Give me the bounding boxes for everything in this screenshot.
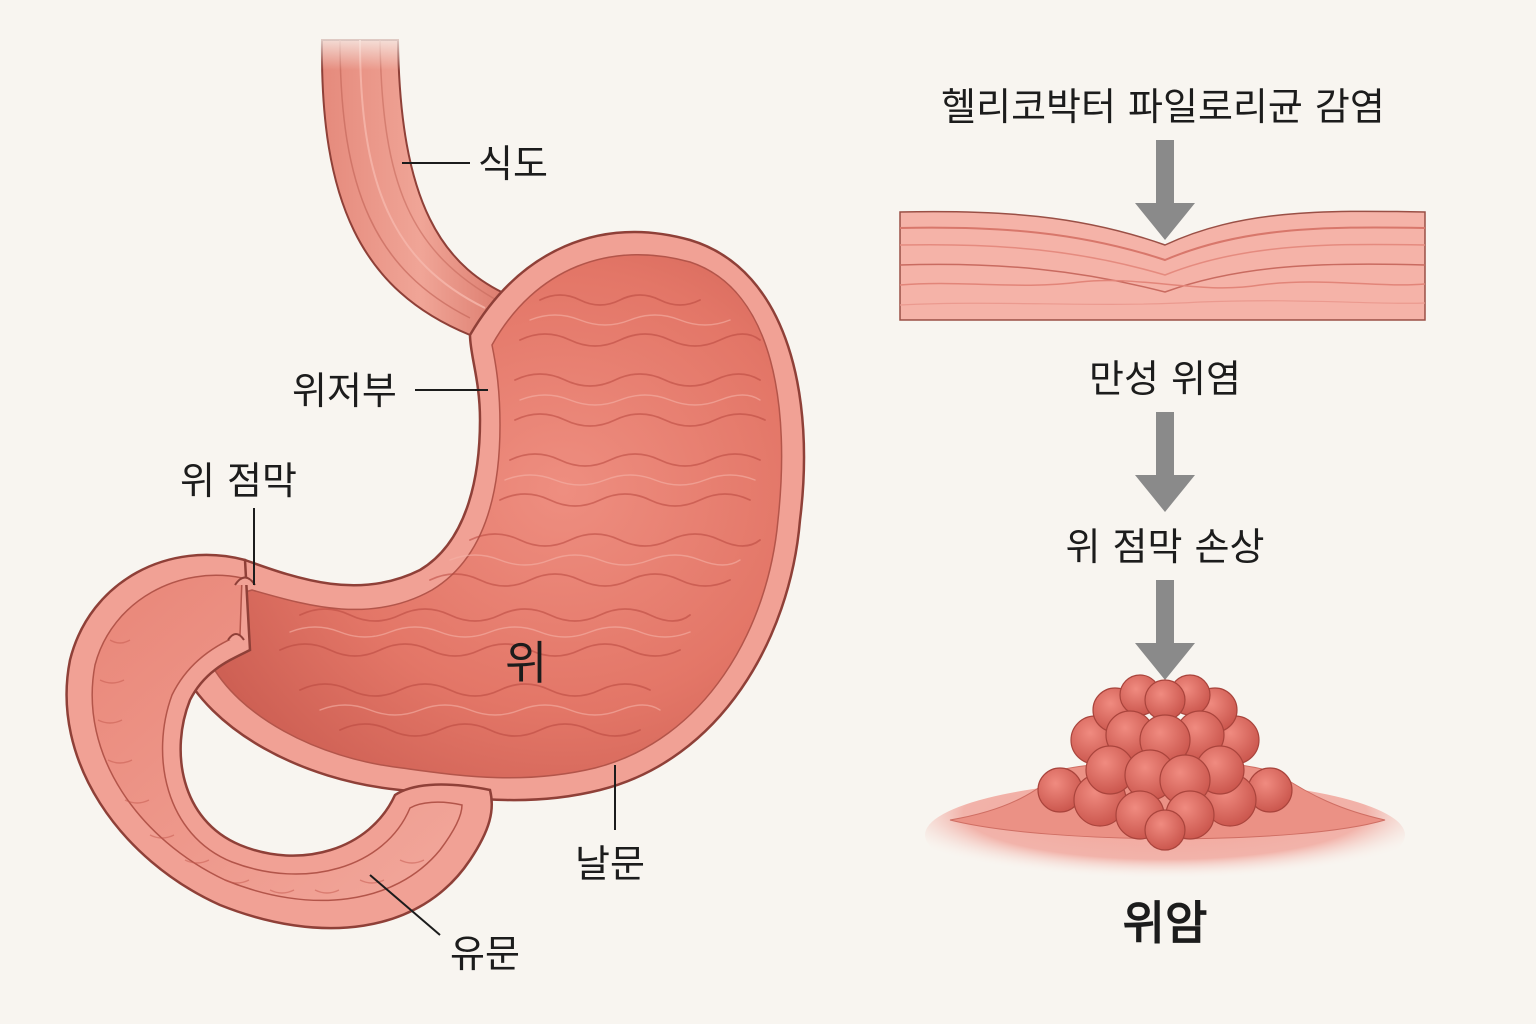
arrow-3 (1135, 580, 1195, 680)
label-mucosa: 위 점막 (180, 459, 297, 503)
label-cardia: 날문 (575, 842, 645, 886)
leader-lines (253, 162, 616, 936)
tumor-illustration (925, 674, 1405, 890)
inflamed-tissue-section (899, 210, 1426, 321)
label-fundus: 위저부 (292, 369, 397, 413)
flow-step-infection: 헬리코박터 파일로리균 감염 (941, 85, 1385, 129)
label-esophagus: 식도 (478, 142, 548, 186)
flow-step-gastritis: 만성 위염 (1089, 357, 1241, 401)
flow-step-cancer: 위암 (1122, 896, 1208, 950)
flow-step-mucosa-damage: 위 점막 손상 (1065, 525, 1265, 569)
flow-arrows (1135, 140, 1195, 680)
stomach-rugae (279, 294, 766, 737)
esophagus-tube (320, 39, 523, 337)
stomach-lumen (204, 254, 783, 779)
arrow-1 (1135, 140, 1195, 240)
arrow-2 (1135, 412, 1195, 512)
label-pylorus: 유문 (450, 932, 520, 976)
label-stomach: 위 (505, 636, 548, 690)
